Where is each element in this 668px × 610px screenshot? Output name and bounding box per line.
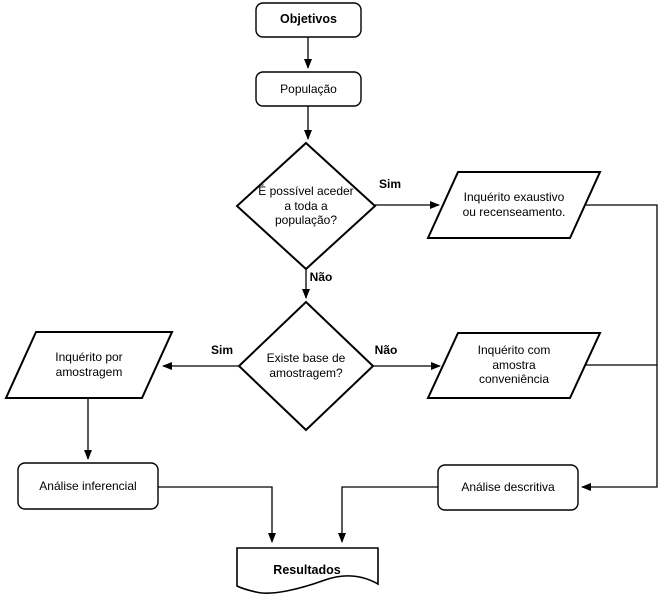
- analise-descritiva-node: [437, 464, 579, 511]
- inquerito-conveniencia-node: [426, 332, 602, 399]
- analise-inferencial-label: Análise inferencial: [39, 478, 137, 493]
- resultados-label: Resultados: [273, 563, 341, 578]
- edge-exaustivo-analise-descritiva: [581, 204, 658, 491]
- inquerito-conveniencia-label: Inquérito com amostra conveniência: [477, 343, 551, 387]
- edge-descritiva-resultados: [338, 486, 438, 543]
- decisao-acesso-nao-label: Não: [309, 270, 333, 284]
- decisao-acesso-sim-label: Sim: [378, 177, 401, 191]
- decisao-acesso-node: [235, 141, 377, 271]
- objetivos-node: [255, 2, 362, 38]
- inquerito-amostragem-label: Inquérito por amostragem: [55, 350, 123, 379]
- decisao-base-label: Existe base de amostragem?: [266, 351, 346, 380]
- inquerito-amostragem-node: [4, 331, 174, 399]
- decisao-base-node: [237, 300, 375, 432]
- resultados-node: [236, 547, 379, 594]
- objetivos-label: Objetivos: [280, 12, 337, 27]
- decisao-base-sim-label: Sim: [210, 343, 233, 357]
- inquerito-exaustivo-node: [426, 171, 602, 239]
- edge-inferencial-resultados: [158, 486, 276, 543]
- analise-inferencial-node: [17, 462, 159, 510]
- inquerito-exaustivo-label: Inquérito exaustivo ou recenseamento.: [462, 190, 566, 219]
- analise-descritiva-label: Análise descritiva: [461, 480, 555, 495]
- decisao-acesso-label: É possível aceder a toda a população?: [258, 184, 354, 228]
- populacao-label: População: [280, 81, 337, 96]
- populacao-node: [255, 71, 362, 107]
- decisao-base-nao-label: Não: [374, 343, 398, 357]
